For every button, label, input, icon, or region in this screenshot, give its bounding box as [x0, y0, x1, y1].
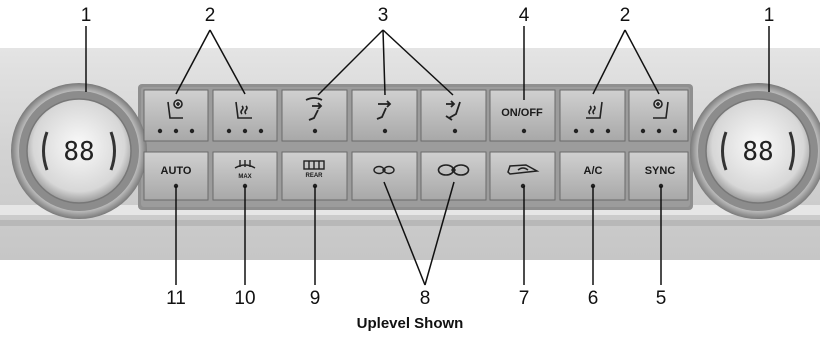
- fan-high-icon: [437, 164, 470, 176]
- passenger-heated-seat-button[interactable]: [559, 89, 626, 142]
- max-defrost-icon: [234, 160, 256, 169]
- left-temp-display: 88: [63, 137, 94, 167]
- callout-7: 7: [519, 288, 530, 309]
- sync-label: SYNC: [645, 165, 676, 177]
- driver-seat-ventilation-button[interactable]: [143, 89, 209, 142]
- heated-seat-fan-icon: [653, 99, 669, 119]
- defog-mode-button[interactable]: [281, 89, 348, 142]
- max-defrost-label: MAX: [238, 174, 251, 180]
- callout-1-right: 1: [764, 5, 775, 26]
- floor-airflow-icon: [445, 100, 461, 121]
- fan-low-icon: [373, 165, 395, 175]
- callout-11: 11: [166, 288, 186, 309]
- callout-4: 4: [519, 5, 530, 26]
- rear-defrost-label: REAR: [305, 173, 323, 179]
- left-temp-knob[interactable]: 88: [11, 83, 147, 219]
- floor-mode-button[interactable]: [420, 89, 487, 142]
- right-temp-display: 88: [742, 137, 773, 167]
- callout-3: 3: [378, 5, 389, 26]
- driver-heated-seat-button[interactable]: [212, 89, 278, 142]
- heated-seat-icon: [235, 101, 252, 119]
- rear-defrost-icon: [303, 160, 325, 170]
- callout-2-left: 2: [205, 5, 216, 26]
- vent-mode-button[interactable]: [351, 89, 418, 142]
- callout-6: 6: [588, 288, 599, 309]
- upper-airflow-icon: [376, 100, 392, 120]
- callout-1-left: 1: [81, 5, 92, 26]
- fan-decrease-button[interactable]: [351, 151, 418, 201]
- callout-8: 8: [420, 288, 431, 309]
- callout-10: 10: [234, 288, 255, 309]
- auto-label: AUTO: [161, 165, 192, 177]
- callout-2-right: 2: [620, 5, 631, 26]
- passenger-seat-ventilation-button[interactable]: [628, 89, 689, 142]
- on-off-button[interactable]: ON/OFF: [489, 89, 556, 142]
- figure-caption: Uplevel Shown: [357, 315, 464, 332]
- right-temp-knob[interactable]: 88: [690, 83, 820, 219]
- trim-strip-lower: [0, 220, 820, 226]
- callout-5: 5: [656, 288, 667, 309]
- callout-lines: [85, 26, 770, 286]
- ac-label: A/C: [584, 165, 603, 177]
- sync-button[interactable]: SYNC: [628, 151, 689, 201]
- defrost-airflow-icon: [305, 97, 323, 121]
- callout-9: 9: [310, 288, 321, 309]
- fan-increase-button[interactable]: [420, 151, 487, 201]
- recirculation-icon: [507, 164, 540, 175]
- on-off-label: ON/OFF: [501, 107, 543, 119]
- heated-seat-fan-icon: [167, 99, 183, 119]
- heated-seat-icon: [586, 101, 603, 119]
- recirculation-button[interactable]: [489, 151, 556, 201]
